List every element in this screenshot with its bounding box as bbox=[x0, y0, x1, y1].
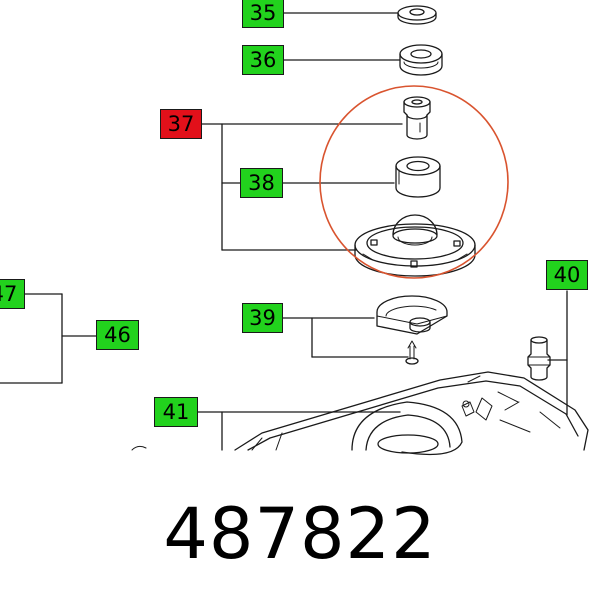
part-41-base bbox=[131, 371, 589, 456]
highlight-circle bbox=[319, 85, 509, 279]
leader-46-47 bbox=[0, 293, 97, 384]
callout-47[interactable]: 47 bbox=[0, 279, 25, 309]
callout-36[interactable]: 36 bbox=[242, 45, 284, 75]
part-35-washer bbox=[397, 5, 437, 25]
part-36-seal-ring bbox=[399, 44, 443, 76]
callout-46[interactable]: 46 bbox=[96, 320, 139, 350]
part-37-housing bbox=[354, 214, 476, 277]
part-40-pin bbox=[527, 336, 551, 381]
leader-37 bbox=[199, 123, 403, 251]
leader-39 bbox=[282, 317, 409, 358]
callout-39[interactable]: 39 bbox=[242, 303, 283, 333]
callout-40[interactable]: 40 bbox=[546, 260, 588, 290]
part-number: 487822 bbox=[163, 493, 437, 575]
part-38-bearing bbox=[395, 156, 441, 198]
callout-35[interactable]: 35 bbox=[242, 0, 284, 28]
callout-38[interactable]: 38 bbox=[240, 168, 283, 198]
part-39-cover bbox=[376, 295, 448, 335]
part-39-screw bbox=[405, 340, 419, 365]
callout-41[interactable]: 41 bbox=[154, 397, 198, 427]
leader-41 bbox=[197, 411, 401, 451]
part-37-sleeve bbox=[403, 96, 431, 140]
leader-40 bbox=[547, 290, 568, 416]
callout-37[interactable]: 37 bbox=[160, 109, 202, 139]
